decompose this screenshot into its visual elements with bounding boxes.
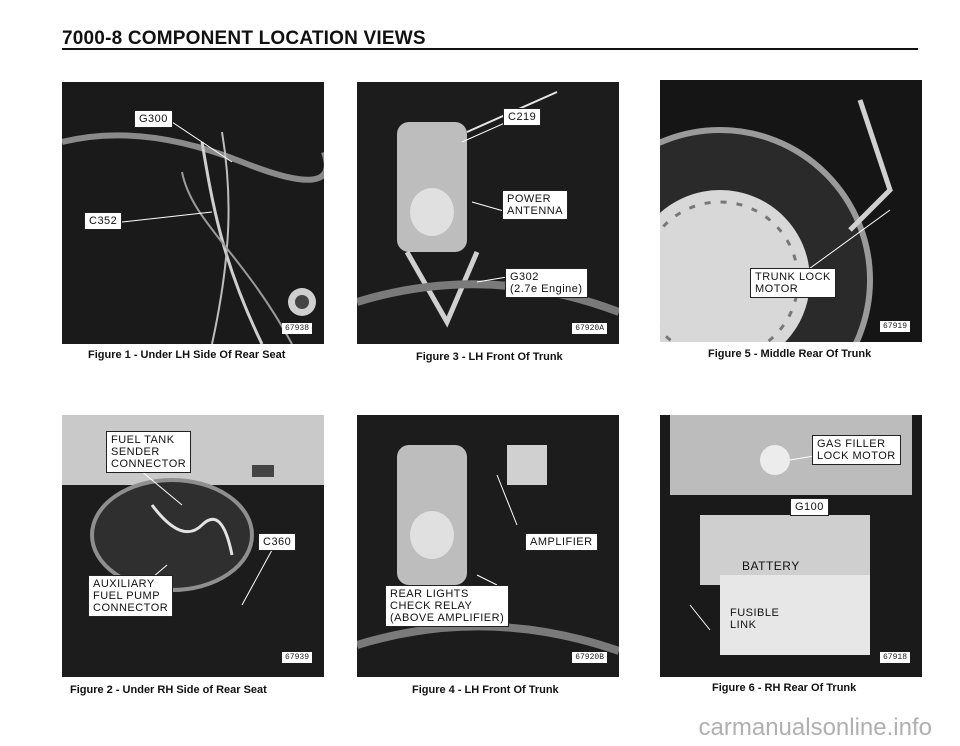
photo-number: 67939 [281, 652, 312, 663]
callout-fusible-link: FUSIBLE LINK [726, 605, 784, 633]
watermark: carmanualsonline.info [698, 714, 932, 741]
header-rule [62, 48, 918, 50]
photo-number: 67919 [879, 321, 910, 332]
callout-g100: G100 [790, 498, 829, 516]
figure-4-caption: Figure 4 - LH Front Of Trunk [412, 684, 559, 696]
callout-rear-lights-check-relay: REAR LIGHTS CHECK RELAY (ABOVE AMPLIFIER… [385, 585, 510, 627]
callout-c352: C352 [84, 212, 123, 230]
photo-number: 67918 [879, 652, 910, 663]
callout-auxiliary-fuel-pump-connector: AUXILIARY FUEL PUMP CONNECTOR [88, 575, 174, 617]
callout-gas-filler-lock-motor: GAS FILLER LOCK MOTOR [812, 435, 901, 465]
figure-6-photo: GAS FILLER LOCK MOTOR G100 BATTERY FUSIB… [660, 415, 922, 677]
figure-5-photo-art [660, 80, 922, 342]
callout-fuel-tank-sender-connector: FUEL TANK SENDER CONNECTOR [106, 431, 192, 473]
figure-1-photo: G300 C352 67938 [62, 82, 324, 344]
figure-1-caption: Figure 1 - Under LH Side Of Rear Seat [88, 349, 286, 361]
callout-g300: G300 [134, 110, 173, 128]
callout-battery: BATTERY [742, 559, 800, 573]
figure-3-caption: Figure 3 - LH Front Of Trunk [416, 351, 563, 363]
figure-3-photo-art [357, 82, 619, 344]
figure-4-photo: AMPLIFIER REAR LIGHTS CHECK RELAY (ABOVE… [357, 415, 619, 677]
callout-c360: C360 [258, 533, 297, 551]
figure-6-caption: Figure 6 - RH Rear Of Trunk [712, 682, 857, 694]
figure-5-caption: Figure 5 - Middle Rear Of Trunk [708, 348, 872, 360]
photo-number: 67920B [572, 652, 607, 663]
figure-2-photo: FUEL TANK SENDER CONNECTOR C360 AUXILIAR… [62, 415, 324, 677]
callout-g302: G302 (2.7e Engine) [505, 268, 588, 298]
callout-amplifier: AMPLIFIER [525, 533, 598, 551]
figure-3-photo: C219 POWER ANTENNA G302 (2.7e Engine) 67… [357, 82, 619, 344]
callout-trunk-lock-motor: TRUNK LOCK MOTOR [750, 268, 836, 298]
callout-c219: C219 [503, 108, 542, 126]
callout-power-antenna: POWER ANTENNA [502, 190, 569, 220]
figure-2-caption: Figure 2 - Under RH Side of Rear Seat [70, 684, 267, 696]
photo-number: 67920A [572, 323, 607, 334]
page-title: 7000-8 COMPONENT LOCATION VIEWS [62, 28, 426, 49]
figure-5-photo: TRUNK LOCK MOTOR 67919 [660, 80, 922, 342]
photo-number: 67938 [281, 323, 312, 334]
